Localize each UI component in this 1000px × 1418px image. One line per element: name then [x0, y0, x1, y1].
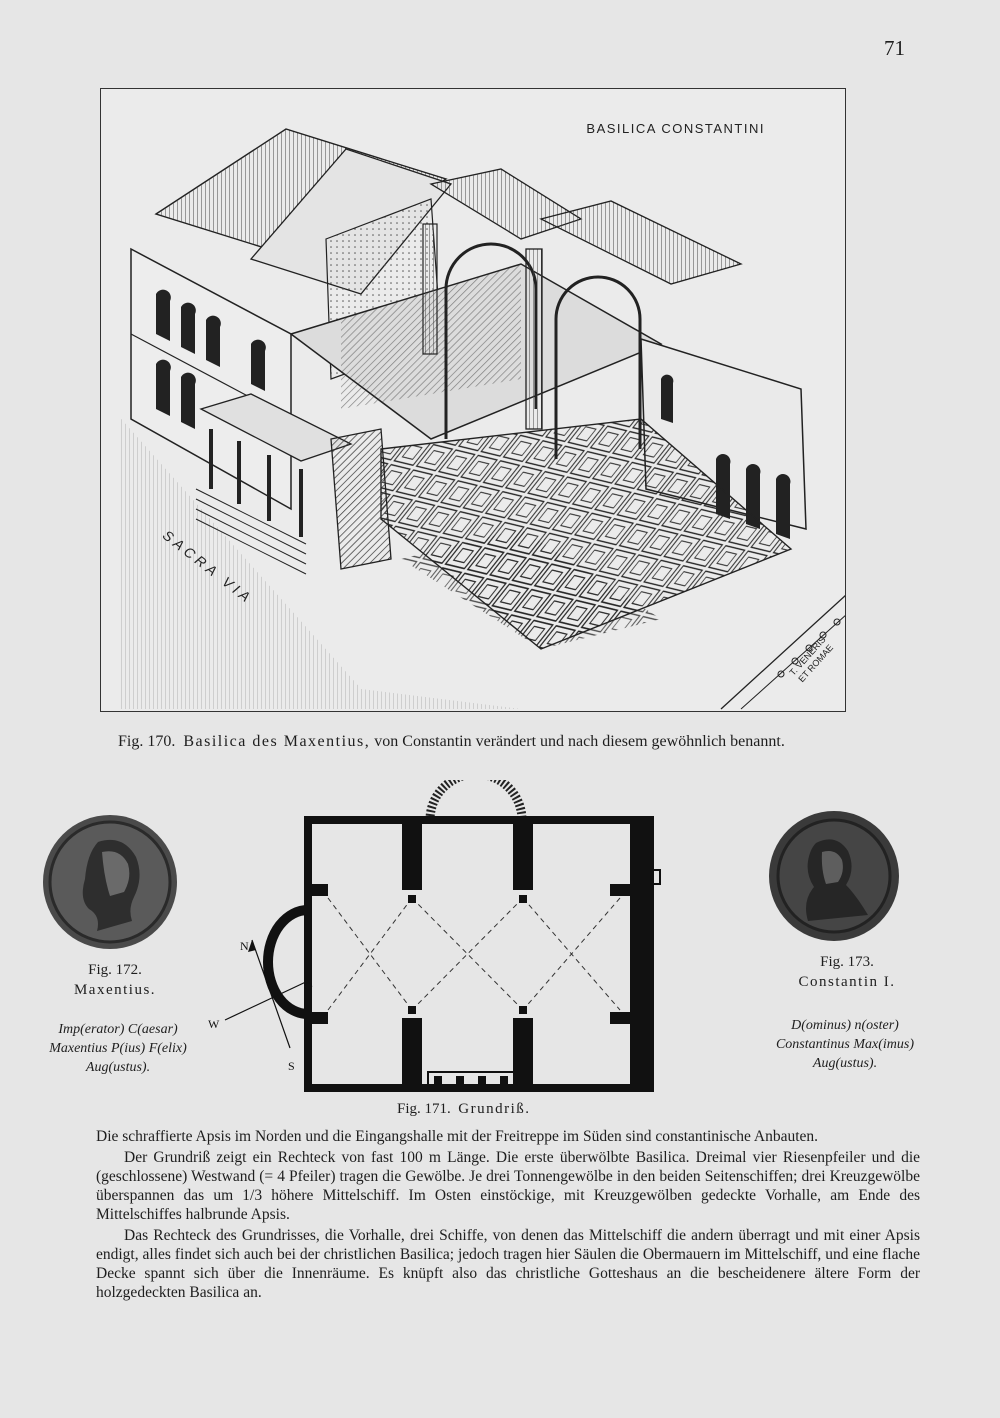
- inscription-line: Imp(erator) C(aesar): [58, 1022, 178, 1037]
- constantin-coin-image: [769, 811, 899, 941]
- figure-173-caption: Fig. 173. Constantin I.: [772, 952, 922, 992]
- paragraph: Der Grundriß zeigt ein Rechteck von fast…: [96, 1149, 920, 1223]
- figure-172-name: Maxentius.: [73, 982, 157, 998]
- figure-170-illustration: BASILICA CONSTANTINI SACRA VIA T. VENERI…: [100, 88, 846, 712]
- compass-east: O: [304, 979, 313, 993]
- maxentius-coin-image: [43, 815, 177, 949]
- caption-number: Fig. 171.: [397, 1101, 451, 1117]
- body-text: Die schraffierte Apsis im Norden und die…: [96, 1127, 920, 1302]
- compass-west: W: [208, 1017, 220, 1031]
- inscription-line: D(ominus) n(oster): [791, 1018, 899, 1033]
- floor-plan-drawing: N S W O: [208, 780, 661, 1092]
- figure-173-inscription: D(ominus) n(oster) Constantinus Max(imus…: [740, 1016, 950, 1073]
- inscription-line: Constantinus Max(imus): [775, 1037, 915, 1052]
- page-number: 71: [884, 36, 905, 60]
- caption-title: Basilica des Maxentius,: [183, 733, 371, 750]
- inscription-line: Aug(ustus).: [812, 1056, 878, 1071]
- paragraph: Das Rechteck des Grundrisses, die Vorhal…: [96, 1227, 920, 1301]
- figure-171-caption: Fig. 171. Grundriß.: [397, 1101, 531, 1118]
- figure-172-caption: Fig. 172. Maxentius.: [40, 960, 190, 1000]
- figure-170-caption: Fig. 170. Basilica des Maxentius, von Co…: [118, 733, 785, 751]
- compass-south: S: [288, 1059, 295, 1073]
- caption-title: Grundriß.: [458, 1101, 531, 1117]
- figure-173-name: Constantin I.: [798, 974, 896, 990]
- figure-172-number: Fig. 172.: [88, 962, 142, 978]
- figure-172-inscription: Imp(erator) C(aesar) Maxentius P(ius) F(…: [18, 1020, 218, 1077]
- compass-north: N: [240, 939, 249, 953]
- inscription-line: Aug(ustus).: [85, 1060, 151, 1075]
- caption-text: von Constantin verändert und nach diesem…: [374, 733, 785, 750]
- basilica-drawing: [121, 128, 845, 710]
- inscription-line: Maxentius P(ius) F(elix): [49, 1041, 187, 1056]
- figure-173-number: Fig. 173.: [820, 954, 874, 970]
- caption-number: Fig. 170.: [118, 733, 176, 750]
- figure-170-title: BASILICA CONSTANTINI: [586, 121, 765, 136]
- paragraph: Die schraffierte Apsis im Norden und die…: [96, 1128, 819, 1145]
